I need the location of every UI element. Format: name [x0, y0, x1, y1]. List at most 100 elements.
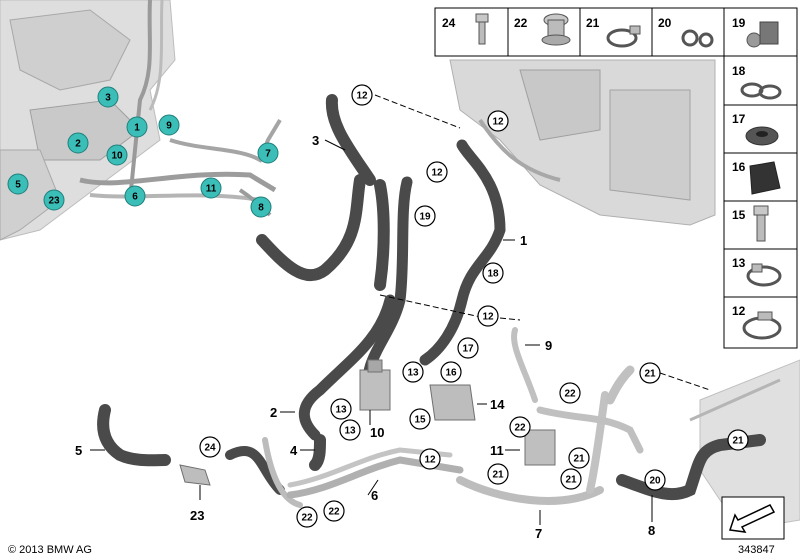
callout-21: 21	[560, 468, 582, 490]
engine-callout-number: 2	[75, 139, 81, 150]
label-6: 6	[371, 488, 378, 503]
table-cell-13: 13	[732, 256, 782, 287]
callout-number: 21	[732, 436, 744, 447]
double-clip-icon	[681, 29, 714, 48]
callout-21: 21	[568, 447, 590, 469]
callout-22: 22	[559, 382, 581, 404]
engine-callout-circle	[126, 116, 148, 138]
callout-ring	[509, 416, 531, 438]
engine-callout-circle	[106, 144, 128, 166]
engine-callout-circle	[200, 177, 222, 199]
nut-icon	[541, 13, 571, 46]
engine-illustration	[0, 0, 282, 241]
callout-ring	[639, 362, 661, 384]
table-cell-16: 16	[732, 160, 781, 195]
callout-ring	[330, 398, 352, 420]
arrow-icon	[729, 504, 776, 533]
callout-number: 18	[487, 269, 499, 280]
table-number: 20	[658, 16, 672, 30]
callout-number: 12	[424, 455, 436, 466]
label-14: 14	[490, 397, 505, 412]
callout-ring	[339, 419, 361, 441]
rubber-mount-icon	[749, 161, 781, 195]
callout-number: 21	[644, 369, 656, 380]
callout-ring	[644, 469, 666, 491]
callout-ring	[402, 361, 424, 383]
label-7: 7	[535, 526, 542, 541]
engine-callout-number: 11	[206, 184, 217, 195]
table-cell-20: 20	[658, 16, 714, 48]
callout-number: 20	[649, 476, 661, 487]
callout-12: 12	[487, 110, 509, 132]
engine-callout-number: 5	[15, 180, 21, 191]
callout-ring	[727, 429, 749, 451]
callout-ring	[487, 110, 509, 132]
table-cell-24: 24	[442, 13, 489, 45]
engine-callout-7: 7	[257, 142, 279, 164]
label-4: 4	[290, 443, 298, 458]
engine-callout-23: 23	[43, 189, 65, 211]
hose-labels: 1 2 3 4 5 6 7 8 9 10 11 14 23	[75, 133, 655, 541]
callout-22: 22	[323, 500, 345, 522]
table-cell-19: 19	[732, 16, 779, 48]
table-number: 12	[732, 304, 746, 318]
table-number: 15	[732, 208, 746, 222]
callout-number: 19	[419, 212, 431, 223]
callout-number: 22	[564, 389, 576, 400]
callout-number: 12	[492, 117, 504, 128]
callout-number: 21	[492, 470, 504, 481]
callout-ring	[487, 463, 509, 485]
callout-number: 16	[445, 368, 457, 379]
engine-callout-8: 8	[250, 196, 272, 218]
callout-18: 18	[482, 262, 504, 284]
engine-callout-2: 2	[67, 132, 89, 154]
table-cell-15: 15	[732, 205, 769, 242]
callout-number: 12	[482, 312, 494, 323]
callout-21: 21	[639, 362, 661, 384]
table-number: 22	[514, 16, 528, 30]
callout-ring	[482, 262, 504, 284]
callout-12: 12	[477, 305, 499, 327]
label-11: 11	[490, 443, 504, 458]
leader-lines	[374, 94, 711, 391]
clamp-icon	[742, 311, 782, 340]
valve-11-illustration	[524, 429, 556, 466]
table-cell-18: 18	[732, 64, 782, 100]
engine-callout-circle	[43, 189, 65, 211]
callout-12: 12	[351, 84, 373, 106]
callout-ring	[568, 447, 590, 469]
callout-number: 21	[565, 475, 577, 486]
table-cell-12: 12	[732, 304, 782, 340]
label-23: 23	[190, 508, 204, 523]
callout-number: 15	[414, 415, 426, 426]
callout-number: 21	[573, 454, 585, 465]
callout-ring	[419, 448, 441, 470]
callout-ring	[414, 205, 436, 227]
navigation-box	[721, 496, 785, 540]
copyright-text: © 2013 BMW AG	[8, 544, 92, 556]
callout-17: 17	[457, 337, 479, 359]
engine-callout-number: 3	[105, 93, 111, 104]
callout-number: 13	[407, 368, 419, 379]
bolt-icon	[475, 13, 489, 45]
callout-ring	[351, 84, 373, 106]
engine-callout-11: 11	[200, 177, 222, 199]
label-1: 1	[520, 233, 527, 248]
label-3: 3	[312, 133, 319, 148]
engine-callout-number: 8	[258, 203, 264, 214]
callout-ring	[323, 500, 345, 522]
engine-callout-number: 7	[265, 149, 271, 160]
callout-13: 13	[402, 361, 424, 383]
callout-15: 15	[409, 408, 431, 430]
label-2: 2	[270, 405, 277, 420]
callout-ring	[426, 161, 448, 183]
engine-callout-number: 1	[134, 123, 140, 134]
callout-16: 16	[440, 361, 462, 383]
table-cell-22: 22	[514, 13, 571, 46]
callout-ring	[440, 361, 462, 383]
label-8: 8	[648, 523, 655, 538]
engine-callout-number: 6	[132, 192, 138, 203]
callout-21: 21	[487, 463, 509, 485]
